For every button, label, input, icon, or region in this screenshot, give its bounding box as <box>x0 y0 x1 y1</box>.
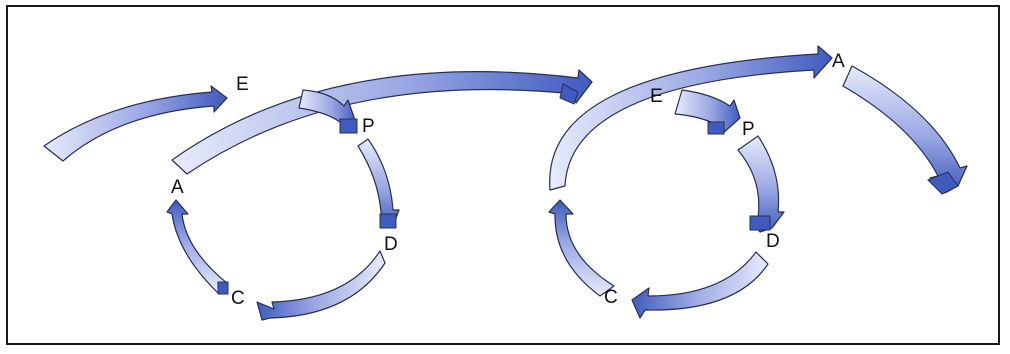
cap-left-c <box>217 281 229 295</box>
cap-bridge <box>559 83 579 105</box>
arrow-d-to-c <box>256 250 386 321</box>
arrow-d-to-c-right <box>631 251 769 319</box>
incoming-arrow <box>43 85 228 162</box>
label-right-d: D <box>766 231 780 252</box>
label-right-c: C <box>604 287 618 308</box>
cap-right-d <box>749 215 771 231</box>
label-left-p: P <box>362 116 375 137</box>
arrow-c-to-a <box>166 199 229 294</box>
diagram-frame <box>6 5 1000 345</box>
label-left-e: E <box>236 74 249 95</box>
arrow-c-to-a-right <box>548 199 615 297</box>
label-left-a: A <box>171 177 184 198</box>
cap-right-p <box>707 121 725 135</box>
label-left-c: C <box>231 288 245 309</box>
label-right-e: E <box>650 86 663 107</box>
bridge-arrow-right <box>549 45 833 191</box>
cap-left-p <box>339 118 358 134</box>
label-right-p: P <box>742 119 755 140</box>
label-right-a: A <box>832 51 845 72</box>
cap-outgoing <box>927 171 959 195</box>
label-left-d: D <box>384 234 398 255</box>
bridge-arrow <box>171 69 593 175</box>
cap-left-d <box>379 213 397 229</box>
